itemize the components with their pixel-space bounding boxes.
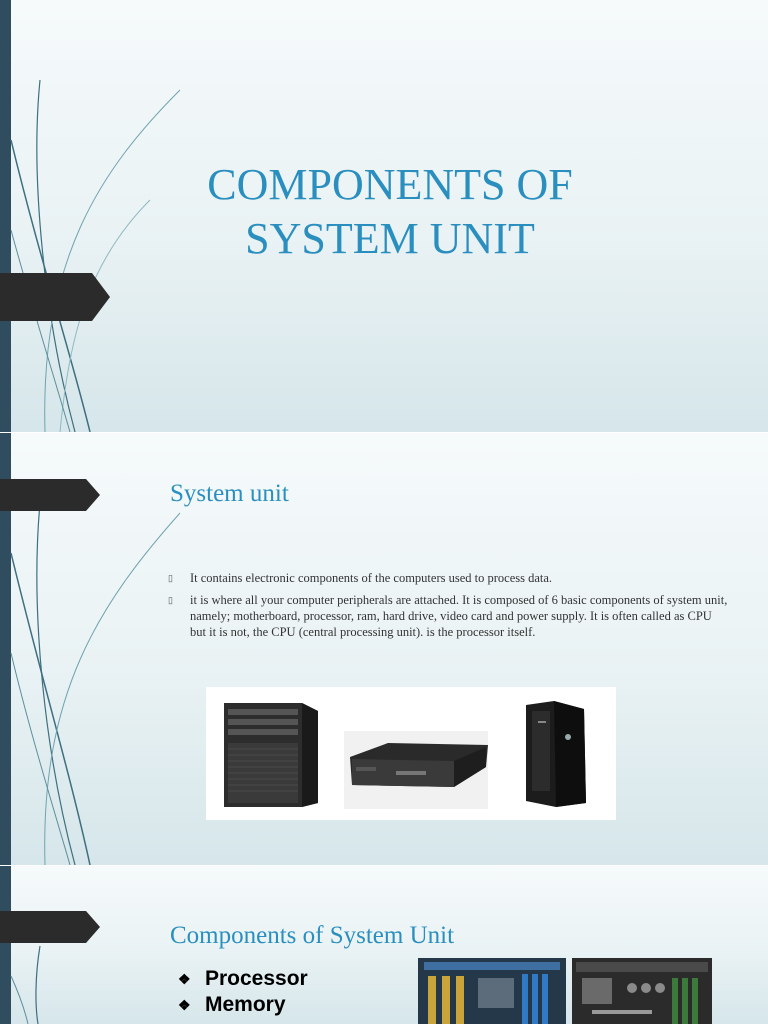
diamond-bullet-icon: ❖ xyxy=(178,971,191,987)
list-item: ▯ It contains electronic components of t… xyxy=(168,571,553,585)
title-slide: COMPONENTS OF SYSTEM UNIT xyxy=(0,0,768,432)
decorative-lines xyxy=(10,945,41,1024)
bullet-marker: ▯ xyxy=(168,595,173,605)
diamond-bullet-icon: ❖ xyxy=(178,997,191,1013)
slide-heading: System unit xyxy=(170,480,289,507)
list-item: ▯ it is where all your computer peripher… xyxy=(168,593,728,639)
computer-cases-image xyxy=(206,687,616,820)
motherboard-image xyxy=(572,958,712,1024)
motherboard-image xyxy=(418,958,566,1024)
list-item: ❖ Memory xyxy=(178,993,286,1016)
slide-title: COMPONENTS OF SYSTEM UNIT xyxy=(207,160,573,263)
list-item: ❖ Processor xyxy=(178,967,308,990)
arrow-tab xyxy=(0,911,100,943)
sidebar-bar xyxy=(0,0,11,432)
sidebar-bar xyxy=(0,866,11,1024)
bullet-list: ▯ It contains electronic components of t… xyxy=(168,570,728,646)
components-slide: Components of System Unit ❖ Processor ❖ … xyxy=(0,866,768,1024)
component-list: ❖ Processor ❖ Memory xyxy=(176,966,308,1018)
tower-pc-image xyxy=(224,703,318,807)
small-form-factor-pc-image xyxy=(344,731,488,809)
arrow-tab xyxy=(0,479,100,511)
arrow-tab xyxy=(0,273,110,321)
slide-heading: Components of System Unit xyxy=(170,922,455,949)
slim-tower-pc-image xyxy=(526,701,586,807)
bullet-marker: ▯ xyxy=(168,573,173,583)
decorative-lines xyxy=(10,502,181,865)
sidebar-bar xyxy=(0,433,11,865)
system-unit-slide: System unit ▯ It contains electronic com… xyxy=(0,433,768,865)
